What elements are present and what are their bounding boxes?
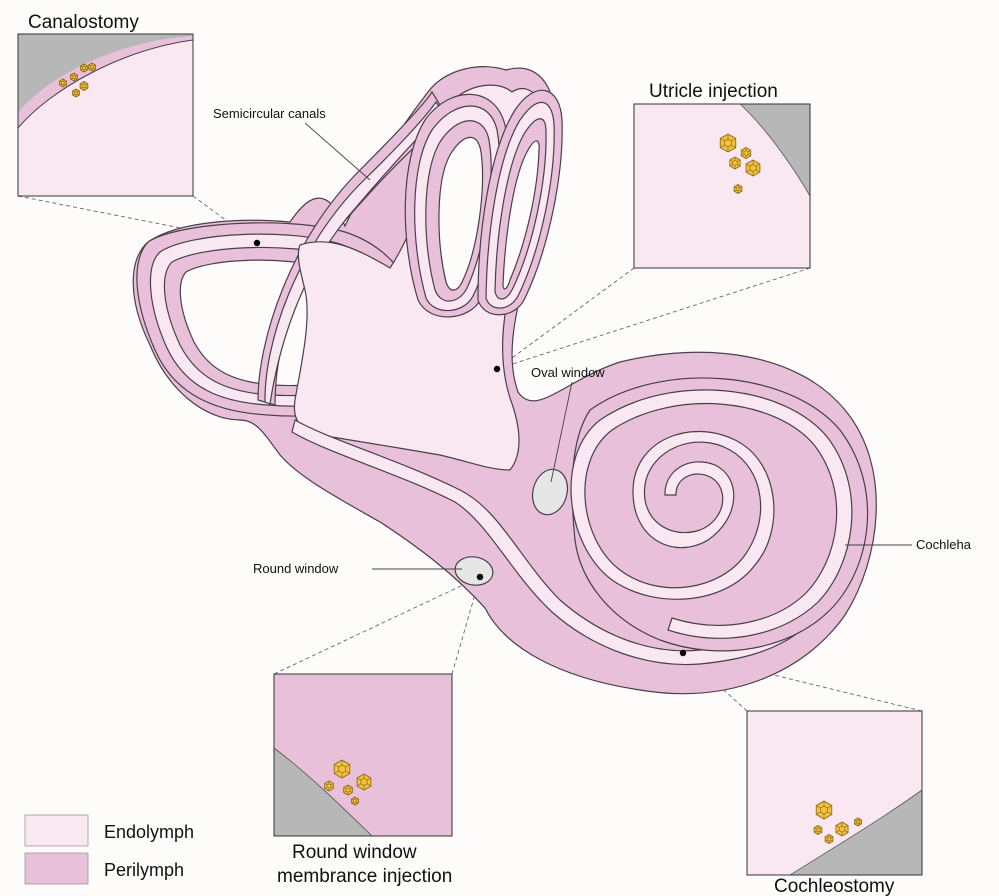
legend-label-endolymph: Endolymph xyxy=(104,822,194,842)
point-utricle xyxy=(494,366,500,372)
legend-swatch-endolymph xyxy=(25,815,88,846)
virus-particle-icon xyxy=(73,89,80,97)
virus-particle-icon xyxy=(71,73,78,81)
virus-particle-icon xyxy=(746,160,760,176)
inset-utricle xyxy=(634,104,810,268)
virus-particle-icon xyxy=(816,801,832,819)
legend-swatch-perilymph xyxy=(25,853,88,884)
label-round-window: Round window xyxy=(253,561,339,576)
virus-particle-icon xyxy=(81,64,88,72)
virus-particle-icon xyxy=(734,185,742,194)
virus-particle-icon xyxy=(334,760,350,778)
virus-particle-icon xyxy=(352,797,359,805)
inset-title-utricle: Utricle injection xyxy=(649,81,778,102)
legend: Endolymph Perilymph xyxy=(25,815,194,884)
virus-particle-icon xyxy=(325,781,334,791)
label-oval-window: Oval window xyxy=(531,365,605,380)
inset-round-window xyxy=(274,674,452,836)
virus-particle-icon xyxy=(836,822,848,836)
virus-particle-icon xyxy=(344,785,353,795)
virus-particle-icon xyxy=(89,63,96,71)
virus-particle-icon xyxy=(720,134,736,152)
virus-particle-icon xyxy=(825,835,833,844)
inset-title-canalostomy: Canalostomy xyxy=(28,12,139,33)
label-cochlea: Cochleha xyxy=(916,537,972,552)
point-canalostomy xyxy=(254,240,260,246)
point-cochleostomy xyxy=(680,650,686,656)
inset-title-cochleostomy: Cochleostomy xyxy=(774,876,895,896)
legend-label-perilymph: Perilymph xyxy=(104,860,184,880)
inset-cochleostomy xyxy=(747,711,922,875)
virus-particle-icon xyxy=(730,157,740,169)
point-round-window xyxy=(477,574,483,580)
virus-particle-icon xyxy=(60,79,67,87)
label-semicircular-canals: Semicircular canals xyxy=(213,106,326,121)
inset-title-round-window-1: Round window xyxy=(292,842,417,863)
virus-particle-icon xyxy=(741,148,751,159)
virus-particle-icon xyxy=(814,826,822,835)
virus-particle-icon xyxy=(855,818,862,826)
virus-particle-icon xyxy=(357,774,371,790)
inset-title-round-window-2: membrance injection xyxy=(277,866,452,887)
virus-particle-icon xyxy=(80,82,88,91)
inset-canalostomy xyxy=(18,34,193,196)
